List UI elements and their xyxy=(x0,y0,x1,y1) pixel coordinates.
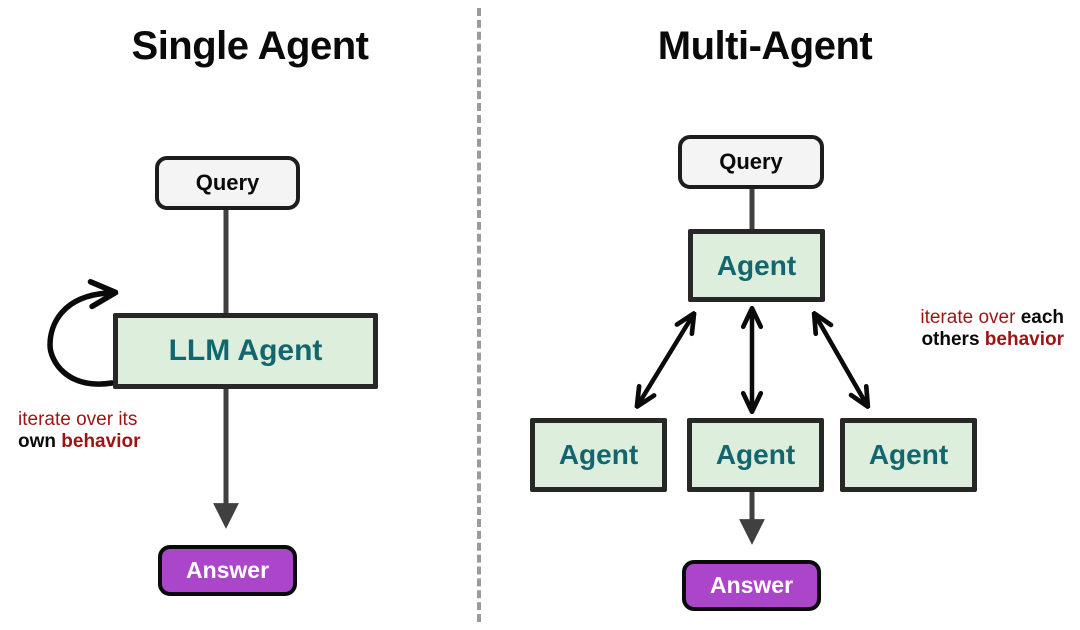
annotation-left-line2-own: own xyxy=(18,431,56,453)
link-orchestrator-agent-1 xyxy=(641,320,690,400)
annotation-right-line1-iterate: iterate over xyxy=(920,307,1021,328)
node-llm-agent[interactable]: LLM Agent xyxy=(113,313,378,389)
page-title-multi-agent: Multi-Agent xyxy=(657,24,873,68)
panel-divider xyxy=(477,8,481,622)
annotation-left-line2-behavior: behavior xyxy=(61,431,141,453)
annotation-right-line2-others: others xyxy=(921,329,985,351)
node-answer-left[interactable]: Answer xyxy=(158,545,297,596)
node-orchestrator-agent[interactable]: Agent xyxy=(688,229,825,302)
node-query-right[interactable]: Query xyxy=(678,135,824,189)
annotation-single-agent: iterate over its own behavior xyxy=(18,409,140,454)
node-answer-right[interactable]: Answer xyxy=(682,560,821,611)
self-loop-arrow xyxy=(47,293,112,387)
annotation-multi-agent: iterate over each others behavior xyxy=(868,307,1064,352)
node-agent-2[interactable]: Agent xyxy=(687,418,824,492)
page-title-single-agent: Single Agent xyxy=(131,24,369,68)
annotation-right-line2-behavior: behavior xyxy=(984,329,1064,351)
node-agent-3[interactable]: Agent xyxy=(840,418,977,492)
link-orchestrator-agent-3 xyxy=(818,320,864,400)
node-agent-1[interactable]: Agent xyxy=(530,418,667,492)
annotation-right-line1-each: each xyxy=(1020,307,1064,328)
annotation-left-line1: iterate over its xyxy=(18,409,138,430)
node-query-left[interactable]: Query xyxy=(155,156,300,210)
